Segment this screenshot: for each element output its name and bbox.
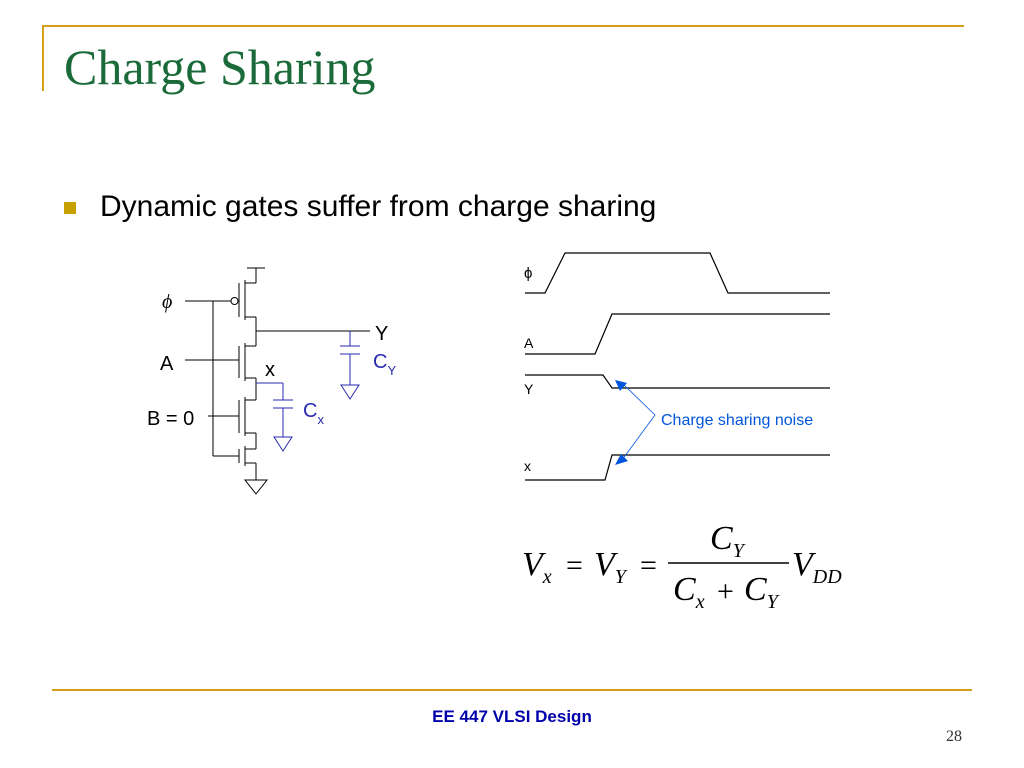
footer-course: EE 447 VLSI Design xyxy=(432,707,592,726)
wave-y-label: Y xyxy=(524,381,534,397)
frame-top-line xyxy=(42,25,964,27)
cy-label: CY xyxy=(373,351,396,378)
phi-waveform xyxy=(525,252,830,294)
eq-plus: + xyxy=(717,575,734,608)
charge-sharing-noise-label: Charge sharing noise xyxy=(661,412,813,429)
wave-x-label: x xyxy=(524,458,531,474)
wave-phi-label: ϕ xyxy=(524,265,532,282)
eq-vy: VY xyxy=(594,546,628,588)
circuit-a-label: A xyxy=(160,353,174,375)
eq-vdd: VDD xyxy=(792,546,842,588)
cy-ground xyxy=(340,384,360,400)
cx-ground xyxy=(273,436,293,452)
noise-arrowhead-upper xyxy=(615,380,627,391)
y-waveform xyxy=(525,374,830,389)
circuit-phi-label: ϕ xyxy=(162,291,172,313)
cx-label: Cx xyxy=(303,400,324,427)
frame-bottom-line xyxy=(52,689,972,691)
ground-symbol xyxy=(243,479,269,495)
bullet-text: Dynamic gates suffer from charge sharing xyxy=(100,190,657,223)
bullet-marker xyxy=(64,202,76,214)
eq-vx: Vx xyxy=(522,546,552,588)
eq-denominator-cy: CY xyxy=(744,571,780,613)
noise-arrow-lower xyxy=(621,414,656,461)
slide-title: Charge Sharing xyxy=(64,39,376,95)
circuit-x-label: x xyxy=(265,359,275,381)
a-waveform xyxy=(525,313,830,355)
eq-denominator-cx: Cx xyxy=(673,571,705,613)
circuit-b-label: B = 0 xyxy=(147,408,194,430)
page-number: 28 xyxy=(946,728,962,745)
wave-a-label: A xyxy=(524,335,534,351)
noise-arrowhead-lower xyxy=(615,454,628,465)
circuit-y-label: Y xyxy=(375,323,388,345)
x-waveform xyxy=(525,454,830,481)
eq-equals-2: = xyxy=(640,549,657,582)
eq-numerator-cy: CY xyxy=(710,520,746,562)
noise-arrow-upper xyxy=(621,382,656,416)
eq-equals-1: = xyxy=(566,549,583,582)
frame-left-line xyxy=(42,25,44,91)
